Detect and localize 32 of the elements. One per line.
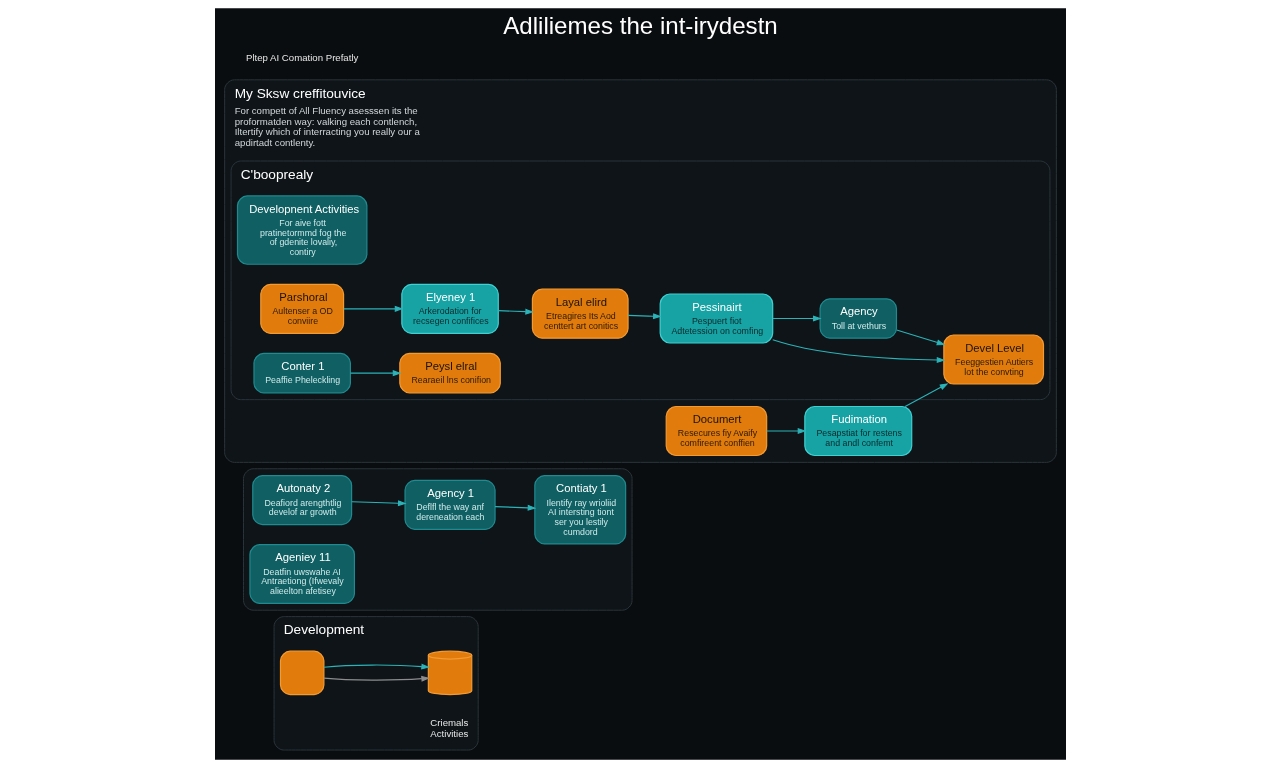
node-box: Ageniey 11 Deatfin uwswahe AI Antraetiong (Ifwevaly alieelton afetisey bbox=[248, 544, 355, 604]
arrow bbox=[322, 675, 430, 682]
node-box bbox=[279, 650, 324, 696]
arrow bbox=[627, 313, 662, 320]
arrow bbox=[322, 663, 430, 670]
node-label: Criemals Activities bbox=[429, 717, 468, 739]
arrow bbox=[497, 308, 534, 315]
arrow bbox=[771, 315, 822, 322]
node-box: Documert Resecures fiy Avaify comfireent conffien bbox=[665, 405, 767, 457]
node-box: Layal elird Etreagires Its Aod centtert art conitics bbox=[531, 288, 629, 339]
node-box: Developnent Activities For aive fott pratinetormmd fog the of gdenite lovaliy, contiry bbox=[236, 195, 367, 265]
node-box: Autonaty 2 Deafiord arengthtlig develof ar growth bbox=[251, 475, 352, 526]
arrow bbox=[765, 427, 806, 435]
diagram-title: Adliliemes the int-irydestn bbox=[502, 12, 778, 40]
node-box: Peysl elral Rearaeil lns conifion bbox=[398, 352, 501, 394]
node-box: Contiaty 1 Ilentify ray wrioliid AI intersting tiont ser you lestily cumdord bbox=[533, 475, 626, 545]
node-box: Parshoral Aultenser a OD conviire bbox=[259, 283, 344, 334]
node-box: Devel Level Feeggestien Autiers lot the convting bbox=[942, 334, 1044, 385]
arrow bbox=[349, 370, 401, 377]
arrow bbox=[350, 500, 407, 507]
arrow bbox=[895, 329, 945, 346]
node-box: Fudimation Pesapstiat for restens and andl confemt bbox=[803, 405, 912, 457]
node-box: Elyeney 1 Arkerodation for recsegen confifices bbox=[400, 283, 499, 334]
node-box: Agency Toll at vethurs bbox=[819, 298, 897, 339]
node-box: Agency 1 Deflfl the way anf dereneation each bbox=[403, 479, 496, 531]
arrow bbox=[771, 339, 945, 364]
arrow bbox=[494, 504, 536, 511]
node-box: Pessinairt Pespuert fiot Adtetession on comfing bbox=[659, 293, 773, 344]
label: Pltep AI Comation Prefatly bbox=[245, 52, 358, 64]
arrow bbox=[904, 383, 948, 407]
node-box: Conter 1 Peaffie Pheleckling bbox=[252, 352, 351, 394]
arrow bbox=[342, 305, 403, 312]
